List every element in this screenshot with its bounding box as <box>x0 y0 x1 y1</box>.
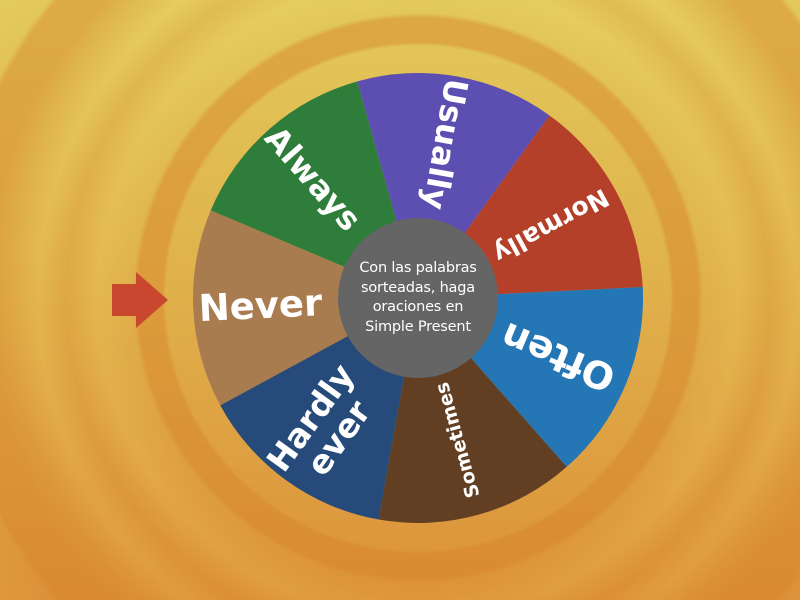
segment-label: Never <box>198 281 324 330</box>
segment-label-text: Never <box>198 281 324 330</box>
wheel-segment[interactable] <box>193 210 418 406</box>
pointer-arrow <box>112 272 168 328</box>
wheel-hub[interactable] <box>338 218 498 378</box>
